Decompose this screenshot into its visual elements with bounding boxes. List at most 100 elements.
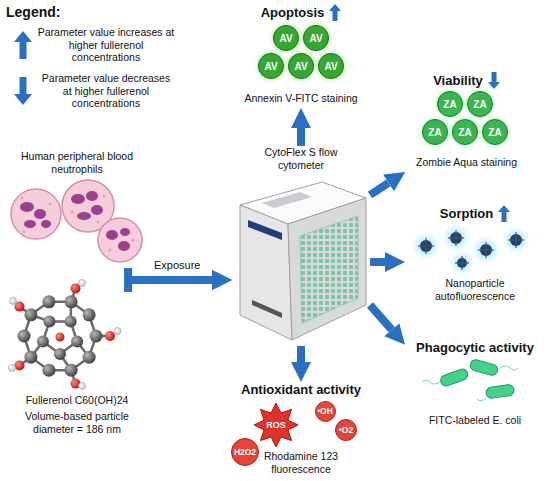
fullerenol-molecule-part xyxy=(83,351,96,364)
flow-cytometer-device-part xyxy=(252,300,282,318)
neutrophil-cells-part xyxy=(97,221,100,224)
fullerenol-molecule-part xyxy=(83,308,96,321)
ros-burst-part xyxy=(254,403,298,447)
fullerenol-molecule-part xyxy=(18,330,31,343)
annexin-marker: AV xyxy=(258,53,284,79)
assay-heading: Viability xyxy=(433,73,483,89)
legend-arrow-shape xyxy=(14,77,32,105)
flow-cytometer-device xyxy=(240,182,366,340)
trend-arrow xyxy=(329,4,341,21)
nanoparticles-part xyxy=(478,249,494,250)
ecoli-bacteria xyxy=(422,359,518,401)
nanoparticles-part xyxy=(508,239,524,240)
text-block: Antioxidant activity xyxy=(221,382,381,398)
neutrophil-cells-part xyxy=(34,209,46,219)
neutrophil-cells-part xyxy=(118,241,130,251)
nanoparticles-part xyxy=(411,231,441,261)
flow-cytometer-device-part xyxy=(288,198,366,340)
node-label: Human peripheral blood neutrophils xyxy=(12,150,142,175)
fullerenol-molecule-part xyxy=(24,308,37,321)
neutrophil-cells-part xyxy=(103,195,106,198)
fullerenol-molecule-part xyxy=(18,295,103,376)
fullerenol-molecule-part xyxy=(54,348,66,360)
fullerenol-molecule-part xyxy=(9,365,16,372)
text-block: Phagocytic activity xyxy=(405,340,545,356)
node-label: Rhodamine 123 fluorescence xyxy=(259,450,343,475)
neutrophil-cells-part xyxy=(77,212,91,220)
fullerenol-molecule-part xyxy=(15,283,116,388)
node-label: Zombie Aqua staining xyxy=(416,156,517,169)
flow-cytometer-device-part xyxy=(248,220,282,240)
neutrophil-cells-part xyxy=(24,220,36,228)
node-label: Volume-based particle diameter = 186 nm xyxy=(6,410,148,435)
fullerenol-molecule-part xyxy=(65,315,77,327)
legend-arrow xyxy=(14,77,32,105)
edge-label: Exposure xyxy=(152,259,202,271)
text-block: Zombie Aqua staining xyxy=(388,156,545,169)
nanoparticles-part xyxy=(418,245,434,246)
zombie-dye-marker: ZA xyxy=(437,91,463,117)
flow-arrow xyxy=(297,346,305,362)
zombie-dye-marker: ZA xyxy=(467,91,493,117)
flow-arrow xyxy=(370,183,389,195)
flow-cytometer-device-part xyxy=(240,205,292,340)
nanoparticles-part xyxy=(448,237,464,238)
ecoli-bacteria-part xyxy=(500,366,518,370)
node-label: CytoFlex S flow cytometer xyxy=(252,146,350,171)
neutrophil-cells-part xyxy=(41,220,51,228)
nanoparticles-part xyxy=(471,235,501,265)
neutrophil-cells-part xyxy=(120,228,130,236)
nanoparticles-part xyxy=(501,225,531,255)
trend-arrow-shape xyxy=(488,72,500,89)
text-block: Viability xyxy=(388,72,545,89)
text-block: Apoptosis xyxy=(226,4,376,21)
text-block: Fullerenol C60(OH)24 xyxy=(4,394,150,407)
fullerenol-molecule-part xyxy=(71,336,83,348)
annexin-marker: AV xyxy=(288,53,314,79)
neutrophil-cells-part xyxy=(21,195,135,252)
fullerenol-molecule-part xyxy=(24,351,37,364)
nanoparticles-part xyxy=(449,250,475,276)
trend-arrow xyxy=(498,205,510,222)
node-label: Nanoparticle autofluorescence xyxy=(409,277,541,302)
legend-arrow-shape xyxy=(14,31,32,59)
neutrophil-cells-part xyxy=(49,203,52,206)
assay-panel: SorptionNanoparticle autofluorescence xyxy=(405,205,545,305)
fullerenol-molecule xyxy=(9,280,122,390)
cell-group: Human peripheral blood neutrophils xyxy=(4,150,150,268)
neutrophil-cells-part xyxy=(91,205,103,215)
legend-item: Parameter value decreases at higher full… xyxy=(4,72,182,110)
neutrophil-cells-part xyxy=(21,197,24,200)
neutrophil-cells-part xyxy=(106,230,118,240)
annexin-marker: AV xyxy=(318,53,344,79)
molecule-group: Fullerenol C60(OH)24Volume-based particl… xyxy=(4,292,150,452)
fullerenol-molecule-part xyxy=(114,328,121,335)
text-block: FITC-labeled E. coli xyxy=(405,414,545,427)
text-block: Human peripheral blood neutrophils xyxy=(4,150,150,175)
neutrophil-cells-part xyxy=(20,202,51,228)
fullerenol-molecule-part xyxy=(42,364,55,377)
fullerenol-molecule-part xyxy=(24,302,96,370)
text-block: Nanoparticle autofluorescence xyxy=(405,277,545,302)
radical-species: •O2 xyxy=(335,419,357,441)
fullerenol-molecule-part xyxy=(20,288,111,383)
flow-arrow xyxy=(128,280,212,292)
ecoli-bacteria-part xyxy=(477,398,486,401)
legend-title: Legend: xyxy=(6,4,60,20)
neutrophil-cells-part xyxy=(71,194,85,204)
flow-arrow xyxy=(370,305,392,330)
neutrophil-cells-part xyxy=(86,191,98,201)
annexin-marker: AV xyxy=(303,25,329,51)
fullerenol-molecule-part xyxy=(10,298,17,305)
fullerenol-molecule-part xyxy=(15,360,25,370)
fullerenol-molecule-part xyxy=(43,315,55,327)
neutrophil-cells-part xyxy=(106,228,130,251)
assay-heading: Apoptosis xyxy=(261,5,325,21)
ros-burst xyxy=(254,403,298,447)
assay-panel: Phagocytic activityFITC-labeled E. coli xyxy=(405,340,545,435)
text-block: Annexin V-FITC staining xyxy=(226,92,376,105)
instrument-box: CytoFlex S flow cytometer xyxy=(232,146,370,346)
node-label: FITC-labeled E. coli xyxy=(429,414,521,427)
text-block: Sorption xyxy=(405,205,545,222)
neutrophil-cells-part xyxy=(132,239,135,242)
